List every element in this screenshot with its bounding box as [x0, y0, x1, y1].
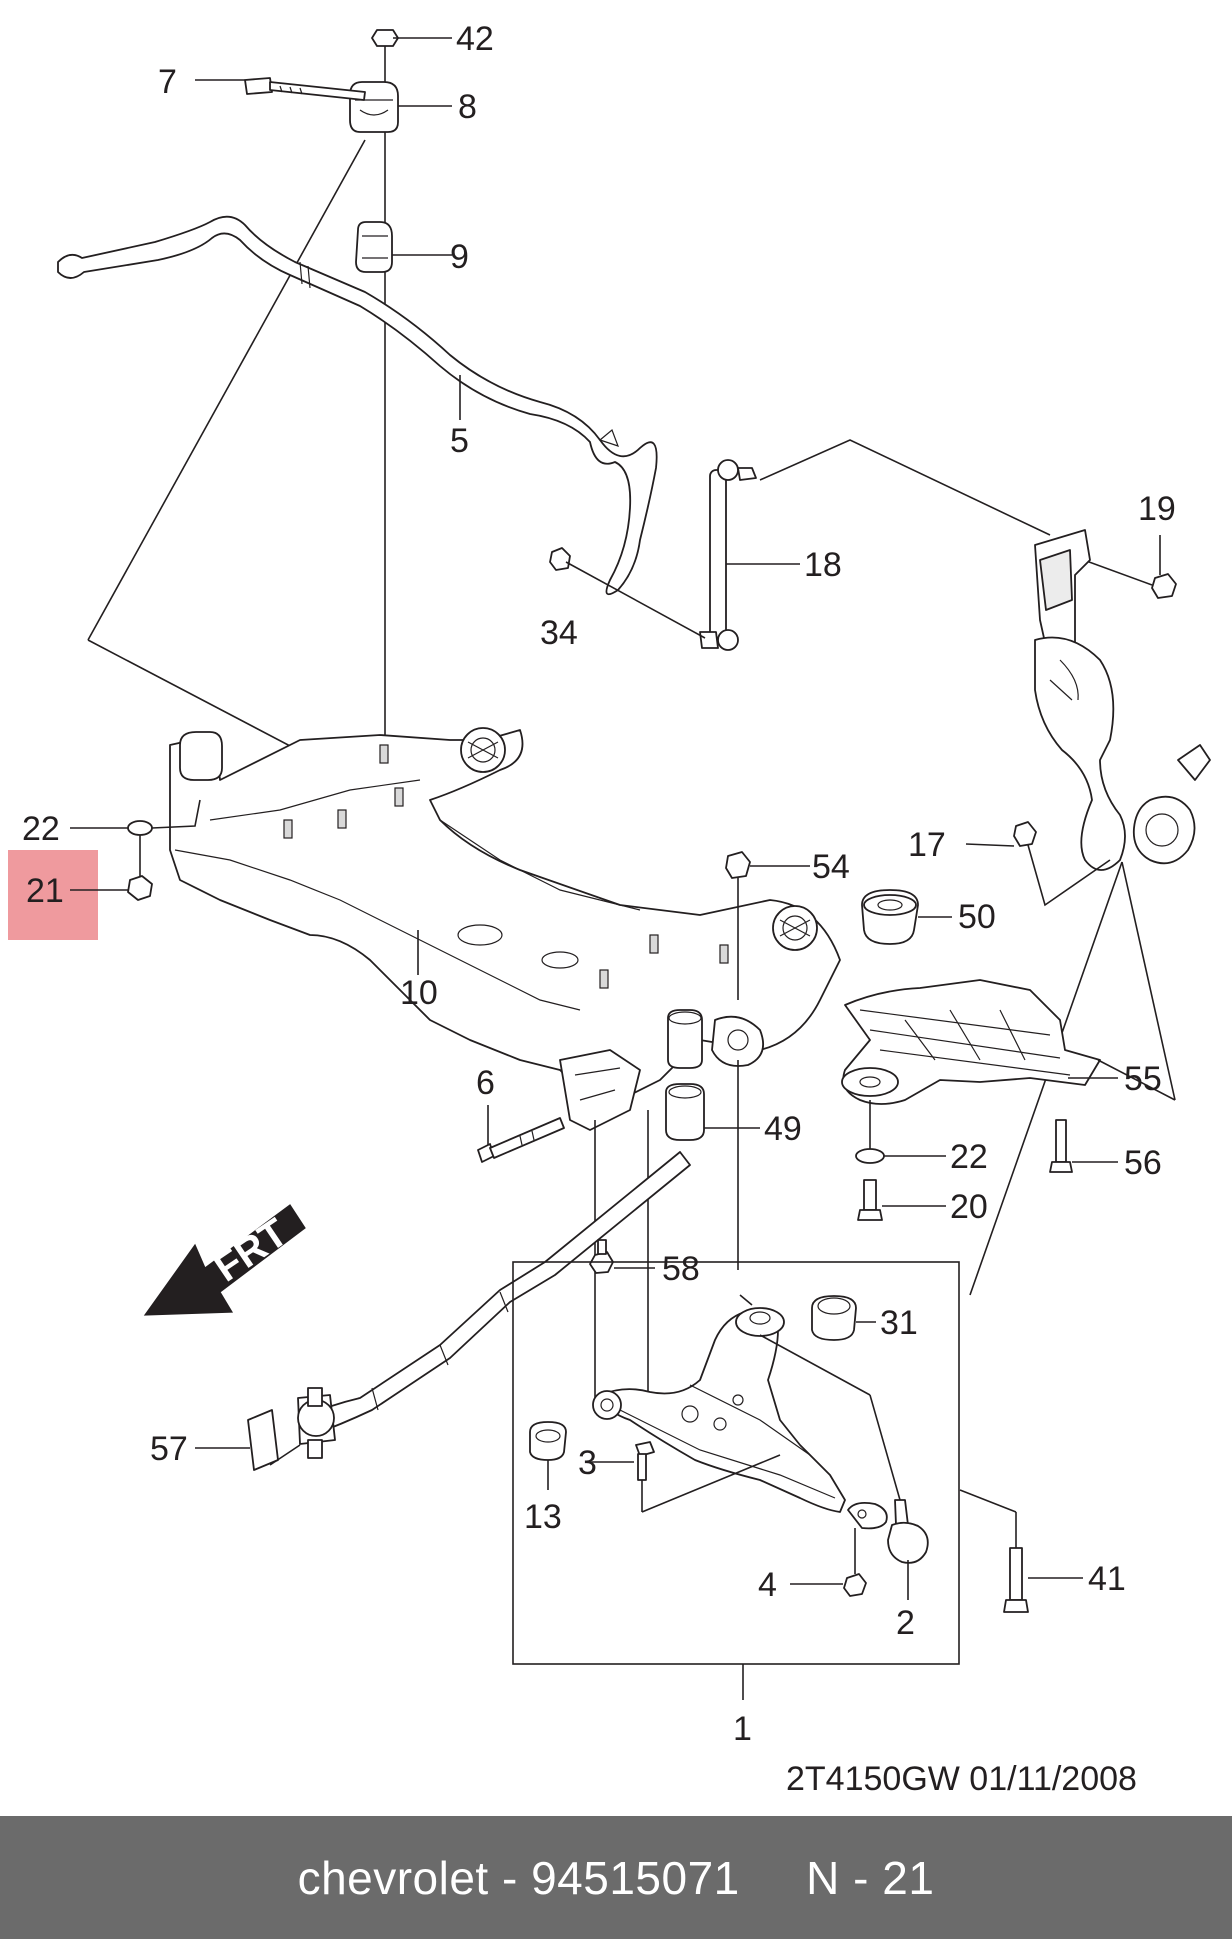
front-direction-arrow: FRT	[143, 1204, 306, 1316]
callout-50: 50	[958, 898, 996, 936]
callout-10: 10	[400, 974, 438, 1012]
callout-4: 4	[758, 1566, 777, 1604]
callout-9: 9	[450, 238, 469, 276]
callout-31: 31	[880, 1304, 918, 1342]
footer-text: chevrolet - 94515071 N - 21	[297, 1851, 935, 1904]
stabilizer-bracket-assembly	[87, 29, 452, 781]
callout-6: 6	[476, 1064, 495, 1102]
callout-22-right: 22	[950, 1138, 988, 1176]
callout-17: 17	[908, 826, 946, 864]
callout-20: 20	[950, 1188, 988, 1226]
callout-1: 1	[733, 1710, 752, 1748]
callout-22-left: 22	[22, 810, 60, 848]
callout-54: 54	[812, 848, 850, 886]
callout-13: 13	[524, 1498, 562, 1536]
bushing-50-nut-54	[725, 851, 952, 1000]
callout-8: 8	[458, 88, 477, 126]
bolt-6-bushing-49	[477, 1009, 760, 1400]
callout-58: 58	[662, 1250, 700, 1288]
footer-bar: chevrolet - 94515071 N - 21	[0, 1816, 1232, 1939]
stabilizer-link	[549, 439, 1177, 651]
subframe-nut-21	[70, 799, 201, 901]
callout-3: 3	[578, 1444, 597, 1482]
callout-19: 19	[1138, 490, 1176, 528]
callout-42: 42	[456, 20, 494, 58]
parts-diagram: FRT	[8, 20, 1211, 1798]
stabilizer-bar	[57, 215, 658, 596]
control-arm-assembly	[512, 1261, 1083, 1700]
subframe-crossmember	[169, 727, 841, 1101]
callout-49: 49	[764, 1110, 802, 1148]
callout-21: 21	[26, 872, 64, 910]
callout-34: 34	[540, 614, 578, 652]
callout-labels: 42 7 8 9 5 18 19 34 22 21 10 17 54 50 6 …	[22, 20, 1176, 1748]
document-code: 2T4150GW 01/11/2008	[786, 1760, 1137, 1798]
tension-rod-57	[195, 1151, 691, 1471]
callout-56: 56	[1124, 1144, 1162, 1182]
callout-7: 7	[158, 63, 177, 101]
callout-57: 57	[150, 1430, 188, 1468]
callout-41: 41	[1088, 1560, 1126, 1598]
callout-2: 2	[896, 1604, 915, 1642]
callout-5: 5	[450, 422, 469, 460]
heat-shield-55	[841, 979, 1176, 1221]
callout-18: 18	[804, 546, 842, 584]
callout-55: 55	[1124, 1060, 1162, 1098]
highlight-box-21	[8, 850, 98, 940]
steering-knuckle	[965, 529, 1211, 1296]
